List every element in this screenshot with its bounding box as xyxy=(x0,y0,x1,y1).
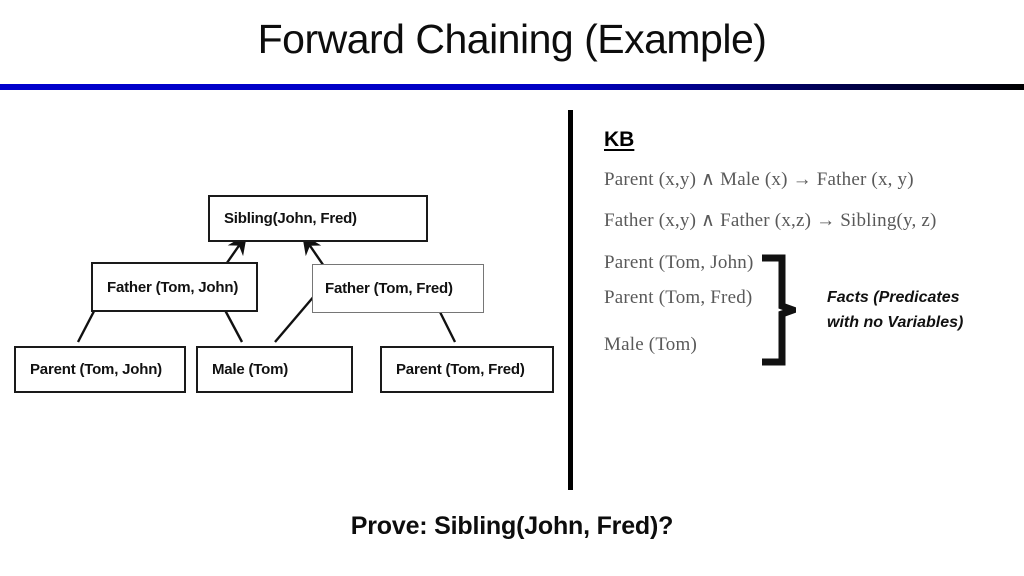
node-father-tom-fred[interactable]: Father (Tom, Fred) xyxy=(312,264,484,313)
kb-rule: Parent (x,y) ∧ Male (x) → Father (x, y) xyxy=(604,169,914,190)
node-male-tom[interactable]: Male (Tom) xyxy=(196,346,353,393)
facts-annotation-line-1: Facts (Predicates xyxy=(827,289,960,306)
node-label: Parent (Tom, John) xyxy=(30,361,162,378)
facts-annotation: Facts (Predicates with no Variables) xyxy=(827,285,963,335)
kb-fact: Parent (Tom, John) xyxy=(604,252,754,273)
curly-brace-icon xyxy=(762,254,796,366)
node-parent-tom-john[interactable]: Parent (Tom, John) xyxy=(14,346,186,393)
node-label: Male (Tom) xyxy=(212,361,289,378)
node-label: Parent (Tom, Fred) xyxy=(396,361,525,378)
column-divider xyxy=(568,110,573,490)
title-divider-rule xyxy=(0,84,1024,90)
node-label: Sibling(John, Fred) xyxy=(224,210,357,227)
node-label: Father (Tom, Fred) xyxy=(325,280,453,297)
kb-facts-list: Parent (Tom, John) Parent (Tom, Fred) Ma… xyxy=(604,252,784,356)
page-title: Forward Chaining (Example) xyxy=(257,16,767,62)
kb-fact: Male (Tom) xyxy=(604,334,698,355)
kb-rule: Father (x,y) ∧ Father (x,z) → Sibling(y,… xyxy=(604,210,937,231)
node-father-tom-john[interactable]: Father (Tom, John) xyxy=(91,262,258,312)
node-parent-tom-fred[interactable]: Parent (Tom, Fred) xyxy=(380,346,554,393)
node-label: Father (Tom, John) xyxy=(107,278,239,296)
node-sibling-john-fred[interactable]: Sibling(John, Fred) xyxy=(208,195,428,242)
prove-statement: Prove: Sibling(John, Fred)? xyxy=(350,512,674,540)
knowledge-base-panel: KB Parent (x,y) ∧ Male (x) → Father (x, … xyxy=(604,128,1024,250)
kb-fact: Parent (Tom, Fred) xyxy=(604,287,753,308)
kb-heading: KB xyxy=(604,128,635,151)
facts-annotation-line-2: with no Variables) xyxy=(827,314,964,331)
